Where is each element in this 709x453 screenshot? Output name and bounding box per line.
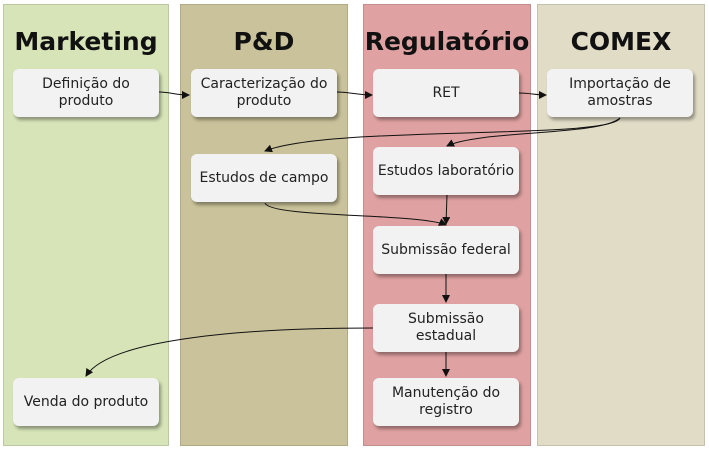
lane-title-comex: COMEX [570, 27, 672, 56]
box-manutencao-do-registro: Manutenção do registro [373, 378, 519, 426]
box-definicao-do-produto: Definição do produto [13, 69, 159, 117]
box-submissao-estadual: Submissão estadual [373, 304, 519, 352]
box-estudos-de-campo: Estudos de campo [191, 154, 337, 202]
link-importacao-estudos-laboratorio [446, 117, 621, 147]
link-definicao-caracterizacao [158, 90, 190, 99]
lane-title-pd: P&D [233, 27, 295, 56]
box-submissao-federal: Submissão federal [373, 226, 519, 274]
link-submissao-estadual-venda [85, 327, 374, 377]
lane-title-regulatorio: Regulatório [364, 27, 530, 56]
link-estudos-laboratorio-submissao-federal [442, 194, 451, 225]
box-importacao-de-amostras: Importação de amostras [547, 69, 693, 117]
link-estudos-campo-submissao-federal [264, 202, 447, 226]
box-venda-do-produto: Venda do produto [13, 378, 159, 426]
lane-title-marketing: Marketing [14, 27, 158, 56]
link-ret-importacao [518, 90, 547, 99]
box-estudos-laboratorio: Estudos laboratório [373, 147, 519, 195]
link-caracterizacao-ret [336, 90, 373, 99]
box-caracterizacao-do-produto: Caracterização do produto [191, 69, 337, 117]
box-ret: RET [373, 69, 519, 117]
